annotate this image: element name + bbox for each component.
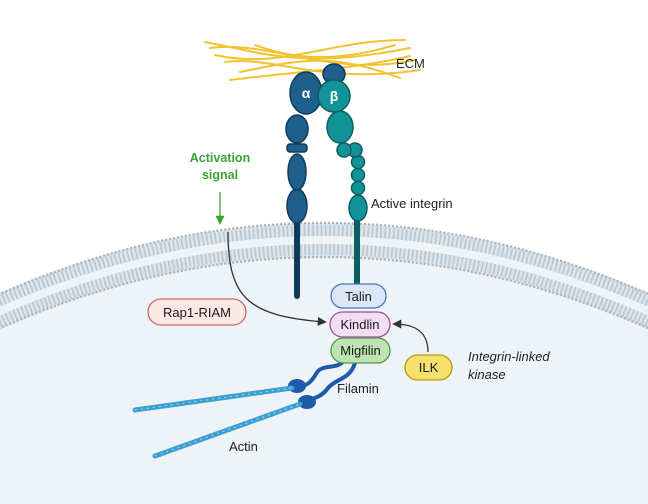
alpha-label: α: [302, 85, 311, 101]
beta-label: β: [330, 88, 339, 104]
talin-protein: Talin: [330, 283, 387, 309]
alpha-subunit: [285, 71, 323, 299]
actin-label: Actin: [229, 439, 258, 454]
ilk-label: ILK: [419, 360, 439, 375]
migfilin-label: Migfilin: [340, 343, 380, 358]
actin-filaments: [132, 385, 303, 459]
ecm-label: ECM: [396, 56, 425, 71]
activation-signal-label-line1: Activation: [190, 151, 250, 165]
ilk-protein: ILK: [404, 354, 453, 381]
kindlin-protein: Kindlin: [329, 311, 391, 338]
ilk-full-name-line2: kinase: [468, 367, 506, 382]
activation-signal-label-line2: signal: [202, 168, 238, 182]
migfilin-protein: Migfilin: [330, 337, 391, 364]
active-integrin-label: Active integrin: [371, 196, 453, 211]
ilk-full-name-line1: Integrin-linked: [468, 349, 550, 364]
kindlin-label: Kindlin: [340, 317, 379, 332]
ilk-arrow: [392, 319, 429, 353]
talin-label: Talin: [345, 289, 372, 304]
filamin-label: Filamin: [337, 381, 379, 396]
activation-pathway-arrow: [227, 231, 327, 326]
beta-subunit: [317, 63, 368, 289]
cell-membrane: [0, 221, 648, 330]
rap1-riam-label: Rap1-RIAM: [163, 305, 231, 320]
ecm-fibers: [204, 39, 421, 81]
rap1-riam-protein: Rap1-RIAM: [147, 298, 247, 326]
